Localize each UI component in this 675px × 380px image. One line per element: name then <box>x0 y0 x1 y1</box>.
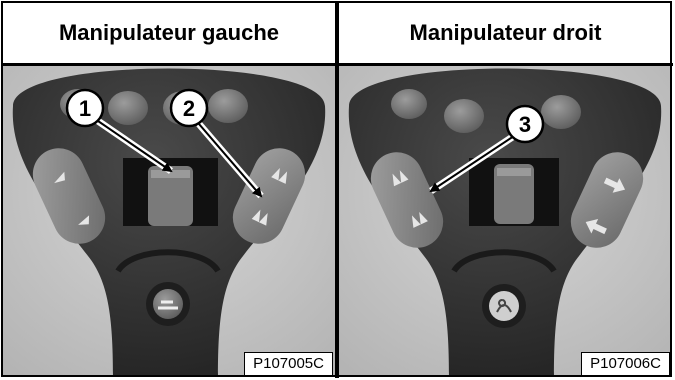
top-button-2 <box>541 95 581 129</box>
callout-1-label: 1 <box>79 96 91 121</box>
callout-3-label: 3 <box>519 112 531 137</box>
right-joystick-photo: 3 P107006C <box>339 66 672 376</box>
top-button-1 <box>108 91 148 125</box>
photo-code-left: P107005C <box>244 352 333 375</box>
right-joystick-illustration: 3 <box>339 66 672 376</box>
photo-code-right: P107006C <box>581 352 670 375</box>
callout-2-label: 2 <box>183 96 195 121</box>
top-button-1 <box>444 99 484 133</box>
panel-title-left: Manipulateur gauche <box>3 3 335 63</box>
top-button-0 <box>391 89 427 119</box>
panel-divider <box>335 1 339 378</box>
panel-title-right: Manipulateur droit <box>339 3 672 63</box>
left-joystick-illustration: 1 2 <box>3 66 335 376</box>
top-button-3 <box>208 89 248 123</box>
left-joystick-photo: 1 2 P107005C <box>3 66 335 376</box>
